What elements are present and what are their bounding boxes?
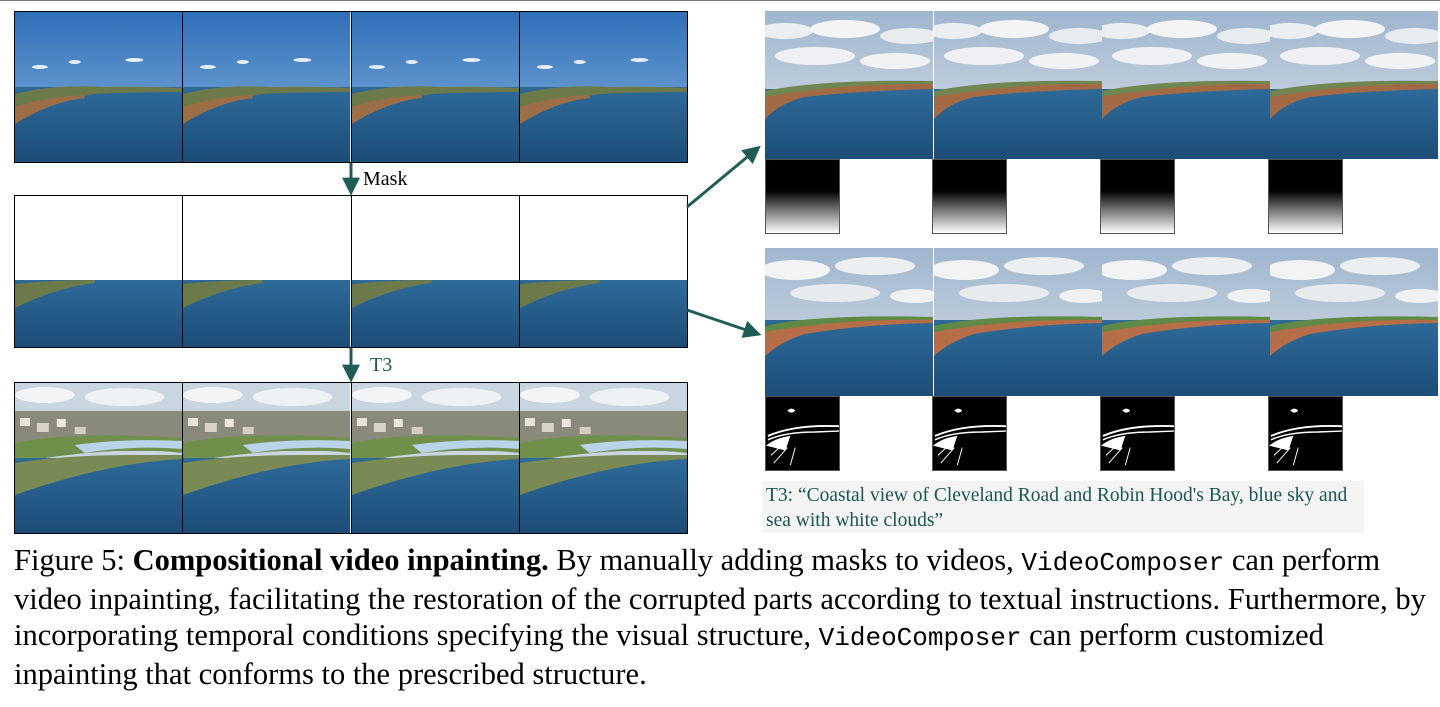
sketch-mask xyxy=(1100,396,1175,471)
original-frame xyxy=(15,12,184,162)
gradient-mask xyxy=(765,159,840,234)
original-video-strip xyxy=(14,11,688,163)
inpainted-frame xyxy=(183,383,352,533)
caption-title: Compositional video inpainting. xyxy=(132,543,549,577)
inpainted-frame xyxy=(15,383,184,533)
original-frame xyxy=(183,12,352,162)
to-top-result-arrow xyxy=(686,145,761,209)
model-name: VideoComposer xyxy=(818,623,1022,653)
mask-label: Mask xyxy=(363,168,408,190)
top-rule xyxy=(0,0,1440,1)
masked-frame xyxy=(352,196,520,347)
sketch-mask xyxy=(765,396,840,471)
masked-frame xyxy=(183,196,352,347)
original-frame xyxy=(352,12,520,162)
masked-frame xyxy=(15,196,184,347)
caption-text-3: can perform customized inpainting that c… xyxy=(14,618,1324,691)
sketch-mask xyxy=(1268,396,1343,471)
figure-label: Figure 5: xyxy=(14,543,125,577)
to-bottom-result-arrow xyxy=(686,308,762,338)
caption-text-2: can perform video inpainting, facilitati… xyxy=(14,543,1426,652)
gradient-mask xyxy=(932,159,1007,234)
gradient-mask xyxy=(1100,159,1175,234)
caption-text-1: By manually adding masks to videos, xyxy=(556,543,1014,577)
figure-caption: Figure 5: Compositional video inpainting… xyxy=(14,542,1438,692)
t3-label: T3 xyxy=(370,354,393,376)
inpainted-frame xyxy=(352,383,520,533)
sketch-mask xyxy=(932,396,1007,471)
model-name: VideoComposer xyxy=(1021,548,1225,578)
gradient-mask xyxy=(1268,159,1343,234)
text-prompt: T3: “Coastal view of Cleveland Road and … xyxy=(762,481,1364,533)
